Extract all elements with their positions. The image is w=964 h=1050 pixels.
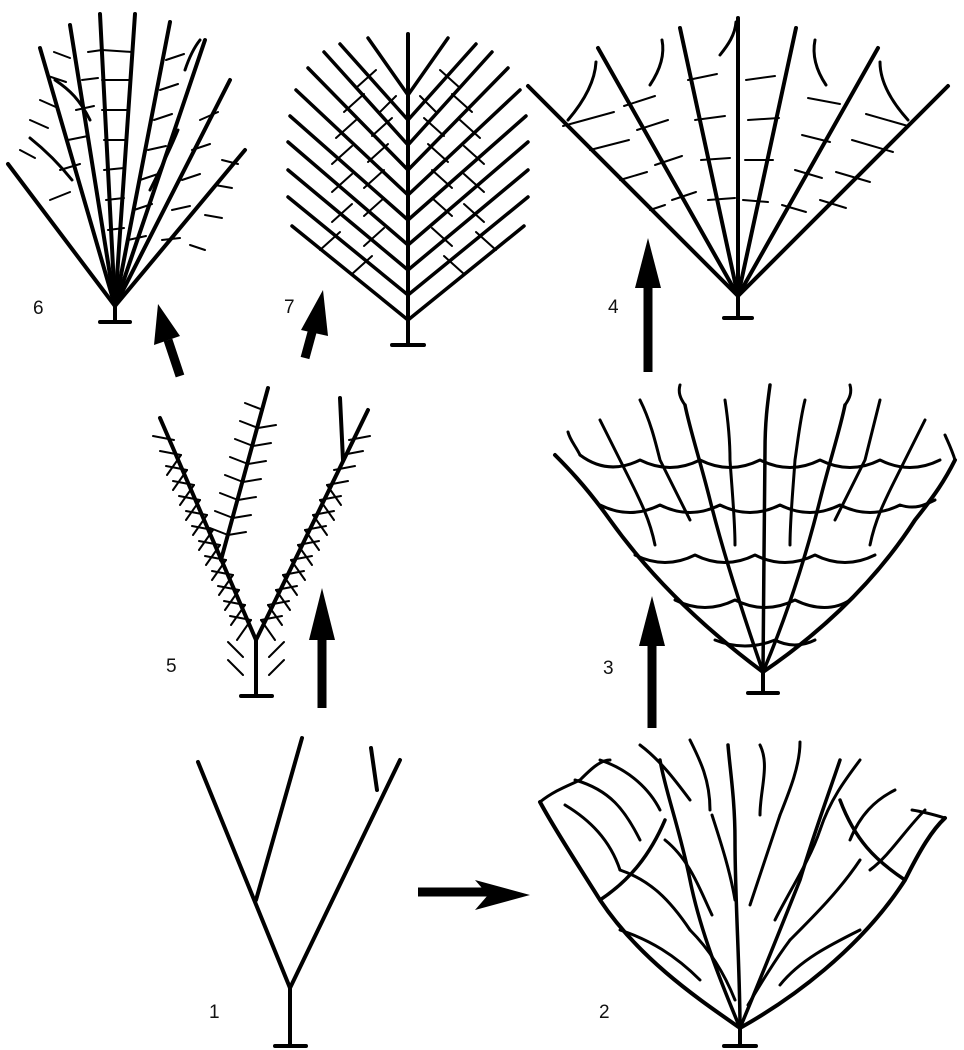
arrow-3-to-4 <box>635 238 661 372</box>
label-panel-3: 3 <box>603 659 614 678</box>
label-panel-4: 4 <box>608 298 619 317</box>
panel-1-dichotomous-venation <box>198 738 400 1046</box>
arrow-1-to-2 <box>418 880 530 910</box>
label-panel-6: 6 <box>33 299 44 318</box>
arrow-5-to-6 <box>154 304 180 376</box>
label-panel-2: 2 <box>599 1003 610 1022</box>
arrow-2-to-3 <box>639 596 665 728</box>
label-panel-1: 1 <box>209 1003 220 1022</box>
label-panel-5: 5 <box>166 657 177 676</box>
panel-7-pinnate-cross-veins <box>288 34 528 345</box>
arrow-1-to-5 <box>309 588 335 708</box>
arrow-5-to-7 <box>301 290 328 358</box>
panel-3-polygonal-network <box>555 385 955 693</box>
panel-2-reticulate-venation <box>540 740 945 1046</box>
panel-4-palmate-cross-veins <box>528 18 948 318</box>
panel-5-pinnate-dichotomous <box>153 388 370 696</box>
panel-6-palmate-reticulate <box>8 14 245 322</box>
label-panel-7: 7 <box>284 298 295 317</box>
